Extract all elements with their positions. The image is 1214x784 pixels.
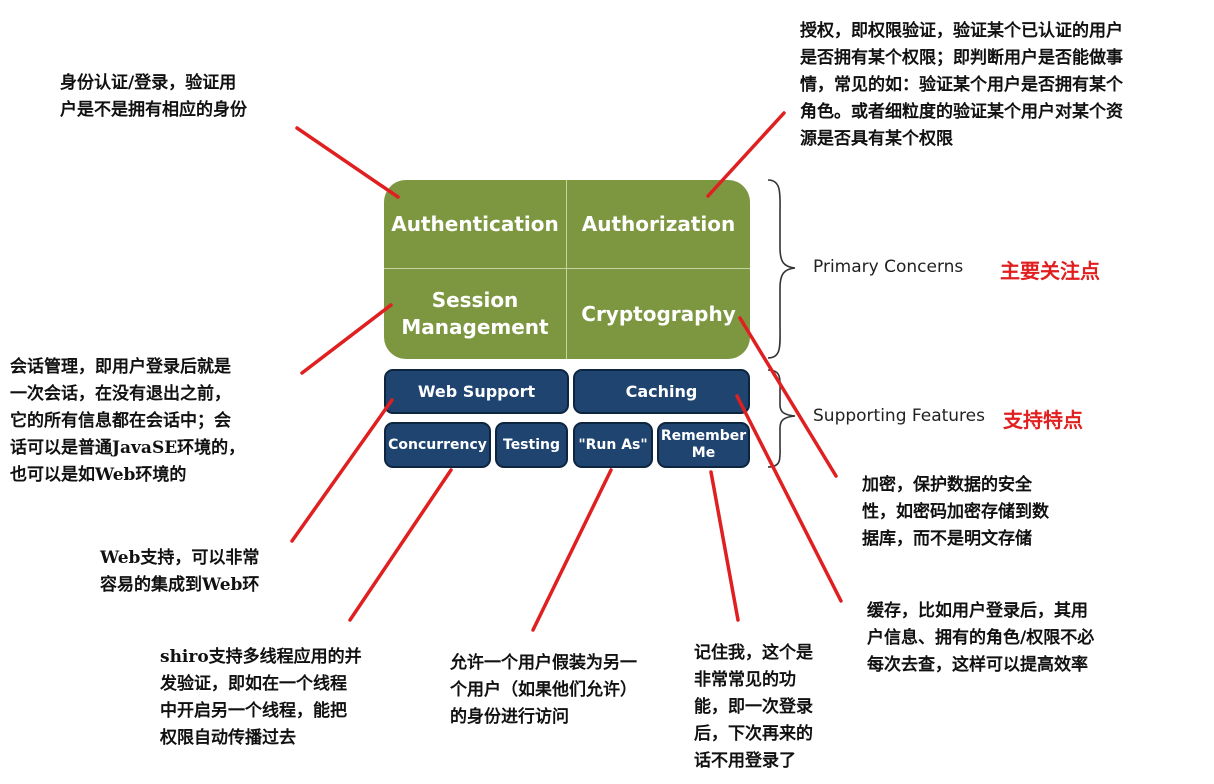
note-authorization: 授权，即权限验证，验证某个已认证的用户 是否拥有某个权限；即判断用户是否能做事 …: [800, 21, 1123, 149]
arrow-web-support: [290, 398, 394, 543]
arrow-remember-me: [709, 470, 740, 622]
cryptography-module: Cryptography: [581, 301, 736, 326]
authorization-module: Authorization: [581, 211, 736, 236]
panel-divider-vertical: [566, 180, 567, 359]
note-remember-me: 记住我，这个是 非常常见的功 能，即一次登录 后，下次再来的 话不用登录了: [694, 643, 813, 771]
concurrency-module: Concurrency: [384, 422, 491, 468]
arrow-caching: [735, 394, 843, 603]
arrow-run-as: [531, 468, 613, 632]
session-management-module: Session Management: [401, 288, 549, 339]
web-support-module: Web Support: [384, 369, 569, 414]
note-session-management: 会话管理，即用户登录后就是 一次会话，在没有退出之前， 它的所有信息都在会话中；…: [10, 357, 246, 485]
primary-concerns-label: Primary Concerns: [813, 257, 964, 277]
panel-divider-horizontal: [384, 268, 750, 269]
remember-me-module: Remember Me: [657, 422, 750, 468]
note-cryptography: 加密，保护数据的安全 性，如密码加密存储到数 据库，而不是明文存储: [862, 475, 1049, 549]
note-authentication: 身份认证/登录，验证用 户是不是拥有相应的身份: [60, 73, 247, 120]
note-caching: 缓存，比如用户登录后，其用 户信息、拥有的角色/权限不必 每次去查，这样可以提高…: [867, 601, 1095, 675]
primary-concerns-cn-label: 主要关注点: [1000, 259, 1100, 283]
testing-module: Testing: [495, 422, 568, 468]
note-web-support: Web支持，可以非常 容易的集成到Web环: [100, 548, 260, 595]
arrow-concurrency: [348, 468, 453, 622]
arrow-session-management: [300, 303, 393, 375]
primary-concerns-panel: Authentication Authorization Session Man…: [384, 180, 750, 359]
run-as-module: "Run As": [573, 422, 653, 468]
arrow-authentication: [295, 126, 400, 199]
primary-concerns-brace: [767, 179, 796, 359]
supporting-features-label: Supporting Features: [813, 406, 985, 426]
arrow-authorization: [706, 111, 786, 198]
authentication-module: Authentication: [391, 211, 559, 236]
note-run-as: 允许一个用户假装为另一 个用户（如果他们允许） 的身份进行访问: [450, 653, 637, 727]
arrow-cryptography: [738, 316, 838, 478]
supporting-features-cn-label: 支持特点: [1003, 408, 1083, 432]
note-concurrency: shiro支持多线程应用的并 发验证，即如在一个线程 中开启另一个线程，能把 权…: [160, 647, 362, 748]
caching-module: Caching: [573, 369, 750, 414]
